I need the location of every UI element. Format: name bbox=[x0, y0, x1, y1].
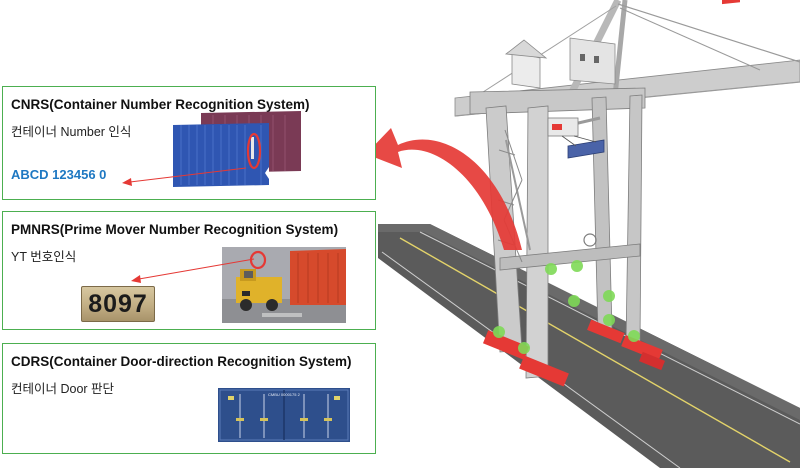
container-door-label: CMBU 0000175 2 bbox=[268, 392, 301, 397]
sensor-icon bbox=[518, 342, 530, 354]
road-center-line bbox=[399, 237, 791, 463]
crane-stay bbox=[617, 3, 800, 63]
cnrs-subtitle: 컨테이너 Number 인식 bbox=[11, 125, 132, 139]
crane-leg-right-front bbox=[525, 105, 549, 379]
trolley-marker bbox=[552, 124, 562, 130]
container-photo-cnrs bbox=[173, 111, 301, 187]
container-number-result: ABCD 123456 0 bbox=[11, 167, 107, 182]
machinery-house bbox=[569, 37, 616, 85]
sensor-icon bbox=[603, 290, 615, 302]
sensor-icon bbox=[628, 330, 640, 342]
gantry-bogie bbox=[519, 355, 569, 387]
sensors bbox=[493, 260, 640, 354]
gantry-bogie bbox=[482, 330, 530, 360]
cab-roof bbox=[504, 39, 548, 59]
crane-leg-right-rear bbox=[625, 94, 643, 345]
gantry-bogie bbox=[587, 319, 625, 344]
house-window bbox=[580, 54, 585, 61]
boom-red-marker bbox=[722, 0, 740, 5]
sensor-icon bbox=[545, 263, 557, 275]
number-highlight-circle bbox=[246, 132, 262, 170]
spreader bbox=[567, 139, 605, 159]
vehicle-number-plate: 8097 bbox=[81, 286, 155, 322]
house-window bbox=[594, 56, 599, 63]
truck-photo-pmnrs bbox=[222, 247, 346, 323]
pmnrs-panel: PMNRS(Prime Mover Number Recognition Sys… bbox=[2, 211, 376, 330]
sensor-icon bbox=[603, 314, 615, 326]
cross-beam bbox=[499, 243, 641, 271]
pmnrs-subtitle: YT 번호인식 bbox=[11, 250, 77, 264]
cnrs-title: CNRS(Container Number Recognition System… bbox=[11, 97, 310, 112]
container-door-photo-cdrs: CMBU 0000175 2 bbox=[218, 388, 350, 442]
cdrs-title: CDRS(Container Door-direction Recognitio… bbox=[11, 354, 352, 369]
hoist-cable bbox=[561, 135, 577, 147]
crane-stay bbox=[479, 5, 617, 95]
trolley bbox=[547, 117, 579, 137]
operator-cab bbox=[511, 51, 541, 89]
cnrs-panel: CNRS(Container Number Recognition System… bbox=[2, 86, 376, 200]
gantry-bogie bbox=[639, 351, 665, 371]
pmnrs-title: PMNRS(Prime Mover Number Recognition Sys… bbox=[11, 222, 339, 237]
crane-stay bbox=[619, 7, 761, 71]
sensor-icon bbox=[571, 260, 583, 272]
cdrs-subtitle: 컨테이너 Door 판단 bbox=[11, 382, 115, 396]
sensor-icon bbox=[493, 326, 505, 338]
sheave-wheel bbox=[583, 233, 597, 247]
brace bbox=[505, 139, 531, 251]
curved-red-arrow-icon bbox=[366, 128, 522, 250]
hoist-cable bbox=[573, 135, 597, 143]
crane-tower bbox=[612, 0, 628, 97]
sensor-icon bbox=[568, 295, 580, 307]
cdrs-panel: CDRS(Container Door-direction Recognitio… bbox=[2, 343, 376, 454]
